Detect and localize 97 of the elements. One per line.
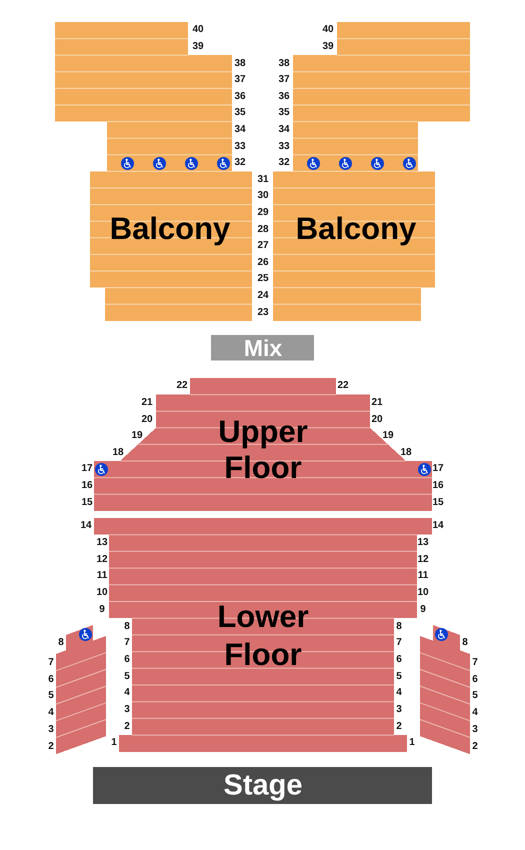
row-number: 34 (234, 124, 246, 135)
row-number: 5 (48, 691, 54, 702)
row-number: 11 (418, 571, 428, 582)
row-number: 15 (432, 498, 444, 508)
section-name: Upper Floor (217, 414, 309, 486)
row-number: 19 (382, 431, 394, 442)
row-number: 15 (81, 498, 93, 508)
row-number: 5 (124, 672, 130, 682)
row-number: 40 (322, 25, 334, 36)
row-number: 9 (420, 604, 426, 615)
row-number: 8 (58, 638, 64, 648)
row-number: 3 (124, 705, 130, 716)
row-number: 3 (396, 705, 402, 716)
row-number: 7 (396, 638, 402, 648)
section-name: Balcony (296, 211, 416, 247)
row-number: 1 (111, 738, 117, 748)
row-number: 31 (257, 174, 269, 185)
row-number: 38 (278, 58, 290, 68)
row-number: 21 (371, 398, 383, 408)
row-number: 2 (472, 742, 478, 752)
row-number: 24 (257, 290, 269, 301)
row-number: 27 (257, 241, 269, 252)
seating-section (55, 22, 252, 321)
row-number: 35 (278, 108, 290, 118)
row-number: 6 (472, 674, 478, 685)
row-number: 6 (396, 654, 402, 665)
row-number: 30 (257, 191, 269, 202)
row-number: 16 (432, 480, 444, 491)
row-number: 10 (96, 588, 108, 598)
section-name: Lower Floor (216, 598, 310, 674)
row-number: 18 (112, 448, 124, 458)
seating-section (273, 22, 470, 321)
row-number: 2 (124, 722, 130, 732)
row-number: 17 (81, 464, 93, 474)
row-number: 8 (396, 622, 402, 632)
row-number: 6 (48, 674, 54, 685)
row-number: 13 (96, 538, 108, 548)
row-number: 40 (192, 25, 204, 36)
row-number: 36 (278, 92, 290, 102)
row-number: 33 (278, 142, 290, 152)
row-number: 12 (96, 554, 108, 565)
row-number: 35 (234, 108, 246, 118)
row-number: 8 (124, 622, 130, 632)
row-number: 17 (432, 464, 444, 474)
row-number: 4 (396, 688, 402, 698)
row-number: 16 (81, 480, 93, 491)
row-number: 6 (124, 654, 130, 665)
row-number: 10 (417, 588, 429, 598)
stage (93, 767, 432, 804)
row-number: 23 (257, 308, 269, 318)
row-number: 38 (234, 58, 246, 68)
row-number: 29 (257, 208, 269, 218)
row-number: 36 (234, 92, 246, 102)
row-number: 33 (234, 142, 246, 152)
row-number: 9 (99, 604, 105, 615)
row-number: 32 (234, 158, 246, 168)
row-number: 8 (462, 638, 468, 648)
row-number: 4 (472, 708, 478, 718)
row-number: 34 (278, 124, 290, 135)
row-number: 4 (124, 688, 130, 698)
row-number: 7 (124, 638, 130, 648)
row-number: 3 (48, 724, 54, 735)
row-number: 22 (176, 381, 188, 392)
row-number: 25 (257, 274, 269, 284)
row-number: 20 (141, 414, 153, 424)
row-number: 19 (131, 431, 143, 442)
row-number: 22 (337, 381, 349, 392)
section-name: Stage (224, 769, 302, 803)
row-number: 7 (472, 658, 478, 668)
row-number: 14 (432, 521, 444, 532)
row-number: 26 (257, 258, 269, 268)
row-number: 39 (192, 42, 204, 52)
row-number: 13 (417, 538, 429, 548)
mix-area (211, 335, 314, 360)
row-number: 12 (417, 554, 429, 565)
row-number: 2 (396, 722, 402, 732)
row-number: 37 (234, 75, 246, 86)
row-number: 28 (257, 224, 269, 234)
row-number: 5 (396, 672, 402, 682)
section-name: Balcony (110, 211, 230, 247)
row-number: 20 (371, 414, 383, 424)
row-number: 4 (48, 708, 54, 718)
row-number: 3 (472, 724, 478, 735)
row-number: 1 (409, 738, 415, 748)
row-number: 39 (322, 42, 334, 52)
row-number: 18 (400, 448, 412, 458)
row-number: 37 (278, 75, 290, 86)
section-name: Mix (244, 334, 282, 362)
seating-section (94, 518, 432, 752)
row-number: 14 (80, 521, 92, 532)
seating-section (94, 378, 432, 511)
row-number: 5 (472, 691, 478, 702)
row-number: 11 (96, 571, 108, 582)
row-number: 21 (141, 398, 153, 408)
row-number: 32 (278, 158, 290, 168)
row-number: 7 (48, 658, 54, 668)
row-number: 2 (48, 742, 54, 752)
